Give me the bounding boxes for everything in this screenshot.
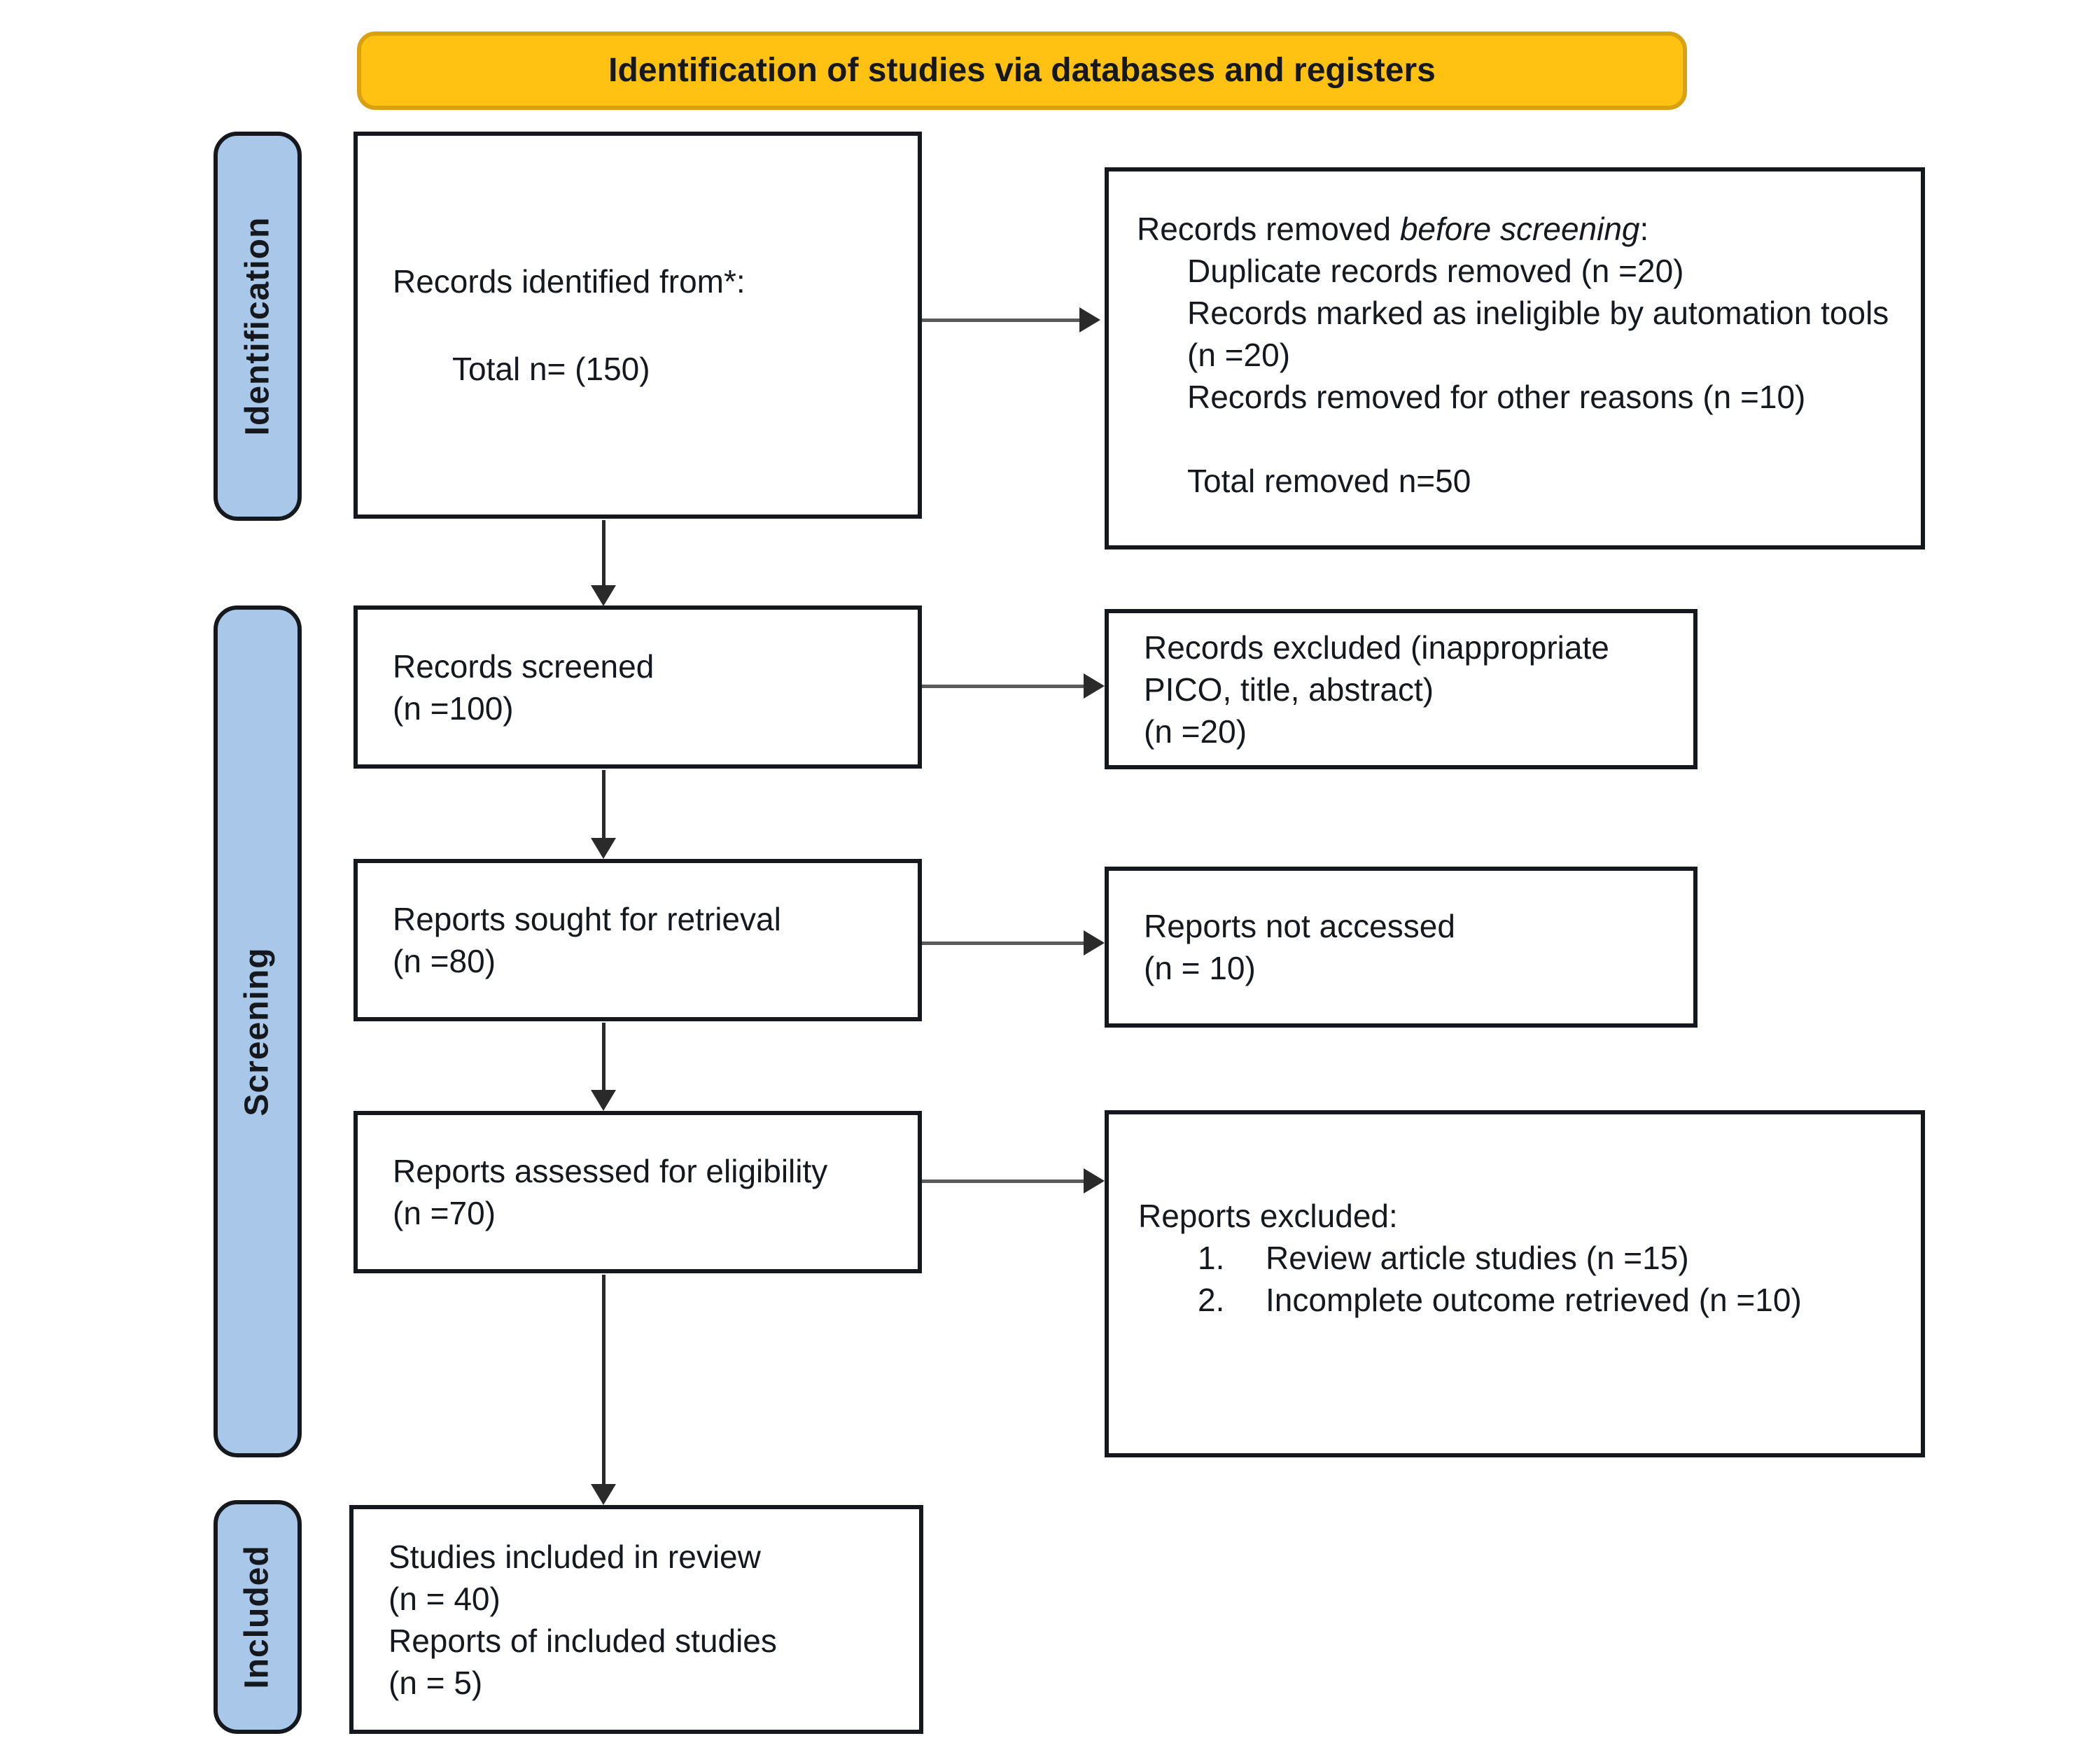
records-removed-heading: Records removed before screening: [1137, 208, 1896, 250]
arrow-assessed-to-reports-excluded-head [1084, 1168, 1105, 1194]
studies-included-n: (n = 40) [388, 1580, 500, 1617]
arrow-assessed-to-reports-excluded-line [922, 1180, 1084, 1183]
box-records-screened: Records screened (n =100) [354, 606, 922, 769]
box-reports-excluded: Reports excluded: 1. Review article stud… [1105, 1110, 1925, 1457]
records-excluded-n: (n =20) [1144, 713, 1247, 750]
records-removed-item: Duplicate records removed (n =20) [1187, 253, 1684, 289]
records-screened-line: Records screened [393, 648, 654, 685]
title-banner: Identification of studies via databases … [357, 31, 1687, 110]
list-text: Review article studies (n =15) [1266, 1240, 1689, 1276]
records-removed-lead-tail: : [1639, 211, 1649, 247]
records-removed-item: Records removed for other reasons (n =10… [1187, 379, 1806, 415]
stage-label-included-text: Included [239, 1545, 276, 1689]
records-identified-total: Total n= (150) [452, 351, 650, 387]
stage-label-identification: Identification [214, 132, 302, 521]
list-text: Incomplete outcome retrieved (n =10) [1266, 1282, 1802, 1318]
arrow-identified-to-removed-line [922, 318, 1079, 322]
spacer [1137, 418, 1896, 460]
arrow-identified-to-screened-head [591, 585, 616, 606]
box-records-excluded: Records excluded (inappropriate PICO, ti… [1105, 609, 1698, 769]
stage-label-included: Included [214, 1500, 302, 1734]
arrow-sought-to-not-accessed-line [922, 941, 1084, 945]
arrow-sought-to-assessed-head [591, 1090, 616, 1111]
arrow-identified-to-screened-line [602, 520, 606, 587]
records-excluded-line: PICO, title, abstract) [1144, 671, 1434, 708]
reports-excluded-heading: Reports excluded: [1138, 1198, 1398, 1234]
box-records-identified: Records identified from*: Total n= (150) [354, 132, 922, 519]
records-removed-lead-italic: before screening [1399, 211, 1640, 247]
records-excluded-line: Records excluded (inappropriate [1144, 629, 1609, 666]
studies-included-line: Studies included in review [388, 1538, 761, 1575]
reports-excluded-item: 2. Incomplete outcome retrieved (n =10) [1198, 1279, 1896, 1321]
records-screened-n: (n =100) [393, 690, 514, 727]
arrow-screened-to-sought-head [591, 838, 616, 859]
title-banner-text: Identification of studies via databases … [608, 52, 1436, 89]
list-number: 2. [1198, 1282, 1225, 1318]
studies-included-line: Reports of included studies [388, 1622, 777, 1659]
reports-excluded-item: 1. Review article studies (n =15) [1198, 1237, 1896, 1279]
records-removed-lead: Records removed [1137, 211, 1400, 247]
reports-assessed-n: (n =70) [393, 1195, 496, 1231]
arrow-assessed-to-included-head [591, 1484, 616, 1505]
box-records-removed-before-screening: Records removed before screening: Duplic… [1105, 167, 1925, 550]
reports-not-accessed-line: Reports not accessed [1144, 908, 1455, 944]
records-identified-line: Records identified from*: [393, 263, 746, 300]
box-reports-sought: Reports sought for retrieval (n =80) [354, 859, 922, 1021]
arrow-screened-to-sought-line [602, 770, 606, 839]
reports-sought-n: (n =80) [393, 943, 496, 979]
reports-assessed-line: Reports assessed for eligibility [393, 1153, 828, 1189]
list-number: 1. [1198, 1240, 1225, 1276]
studies-included-n: (n = 5) [388, 1664, 483, 1701]
reports-sought-line: Reports sought for retrieval [393, 901, 781, 937]
stage-label-screening-text: Screening [239, 946, 276, 1116]
box-studies-included: Studies included in review (n = 40) Repo… [349, 1505, 923, 1734]
stage-label-screening: Screening [214, 606, 302, 1457]
arrow-sought-to-assessed-line [602, 1023, 606, 1091]
arrow-screened-to-excluded-head [1084, 673, 1105, 699]
stage-label-identification-text: Identification [239, 216, 276, 436]
box-reports-not-accessed: Reports not accessed (n = 10) [1105, 867, 1698, 1028]
box-reports-assessed: Reports assessed for eligibility (n =70) [354, 1111, 922, 1273]
arrow-screened-to-excluded-line [922, 685, 1084, 688]
records-removed-total: Total removed n=50 [1187, 463, 1471, 499]
records-removed-item: Records marked as ineligible by automati… [1187, 295, 1889, 373]
reports-not-accessed-n: (n = 10) [1144, 950, 1256, 986]
arrow-identified-to-removed-head [1079, 307, 1100, 332]
arrow-assessed-to-included-line [602, 1275, 606, 1485]
arrow-sought-to-not-accessed-head [1084, 930, 1105, 955]
